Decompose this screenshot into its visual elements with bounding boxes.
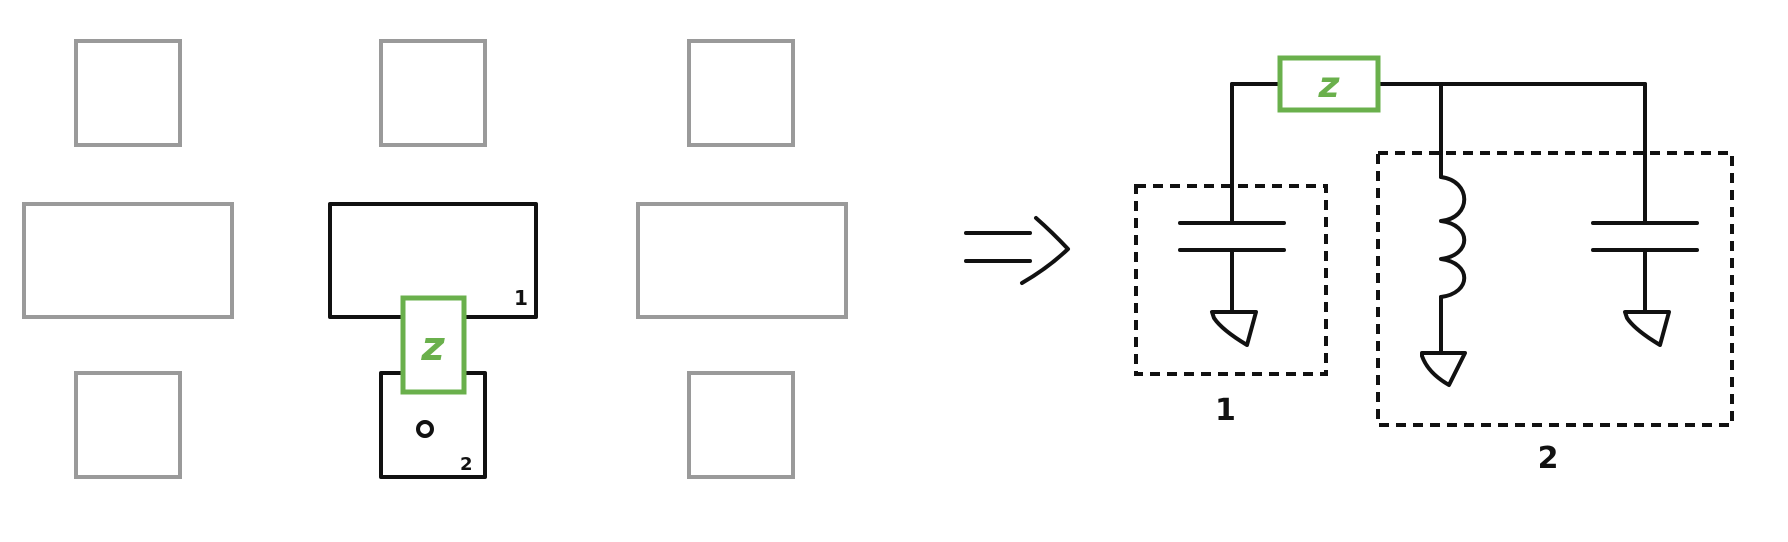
active-pad-label: 2 (460, 454, 473, 475)
block-middle-left (22, 202, 234, 319)
pad-bottom-right (687, 371, 795, 479)
equivalent-circuit: z 1 2 (1134, 55, 1734, 476)
ground-3-icon (1623, 310, 1671, 347)
block-middle-right (636, 202, 848, 319)
group-2-label: 2 (1538, 441, 1559, 476)
pad-top-left (74, 39, 182, 147)
active-block-label: 1 (514, 286, 528, 310)
series-impedance (1277, 55, 1381, 113)
pad-dot-icon (416, 420, 434, 438)
pad-top-right (687, 39, 795, 147)
coupler-element (400, 295, 467, 395)
pad-top-middle (379, 39, 487, 147)
layout-grid: 1 2 z (22, 39, 848, 479)
series-impedance-label: z (1318, 65, 1341, 106)
pad-bottom-left (74, 371, 182, 479)
group-2-box (1376, 151, 1734, 427)
coupler-label: z (420, 324, 445, 370)
ground-2-icon (1420, 351, 1467, 387)
inductor-icon (1439, 175, 1467, 299)
implies-arrow-icon (964, 216, 1070, 285)
ground-1-icon (1210, 310, 1258, 347)
group-1-label: 1 (1215, 393, 1236, 428)
group-1-box (1134, 184, 1328, 376)
